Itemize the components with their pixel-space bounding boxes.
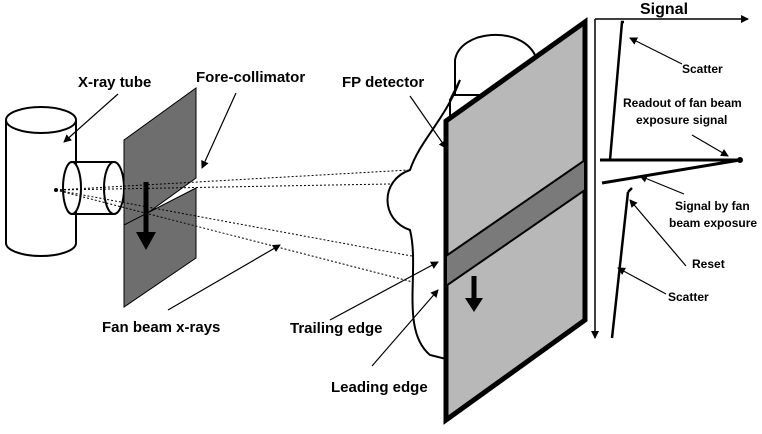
label-fore-collimator: Fore-collimator	[196, 69, 305, 86]
label-reset: Reset	[692, 257, 725, 271]
label-leading-edge: Leading edge	[331, 379, 428, 396]
label-signal-axis: Signal	[640, 1, 688, 18]
readout-point	[737, 157, 743, 163]
fp-detector	[443, 17, 588, 425]
label-scatter-bottom: Scatter	[668, 290, 709, 304]
fan-beam-rays	[55, 167, 445, 291]
fore-collimator	[123, 87, 197, 308]
scatter-trace-top	[608, 20, 624, 161]
label-fan-beam-xrays: Fan beam x-rays	[102, 319, 220, 336]
label-xray-tube: X-ray tube	[78, 74, 151, 91]
label-scatter-top: Scatter	[682, 62, 723, 76]
fan-beam-signal-trace	[600, 158, 741, 185]
label-signal-by-line1: Signal by fan	[675, 199, 750, 213]
label-fp-detector: FP detector	[342, 74, 424, 91]
label-readout-line1: Readout of fan beam	[623, 96, 742, 110]
label-signal-by-line2: beam exposure	[669, 216, 757, 230]
scatter-trace-bottom	[610, 191, 630, 339]
signal-plot	[591, 15, 749, 339]
xray-tube	[5, 106, 125, 257]
exposure-band	[445, 158, 586, 288]
label-trailing-edge: Trailing edge	[290, 320, 383, 337]
label-readout-line2: exposure signal	[636, 113, 727, 127]
leader-lines	[63, 37, 729, 367]
